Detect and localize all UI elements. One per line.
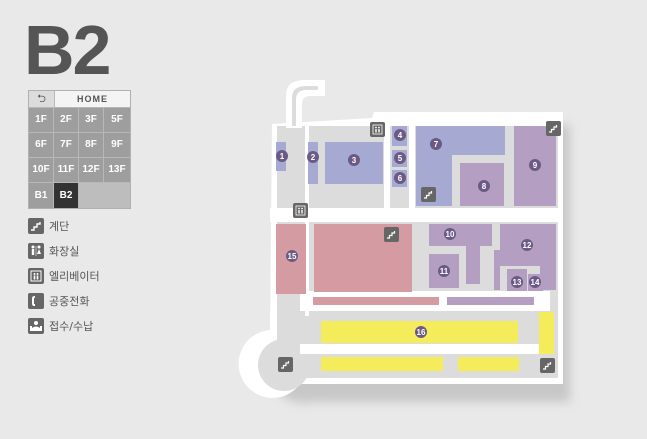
room-12-number: 12	[523, 241, 532, 250]
room-14-number: 14	[531, 278, 540, 287]
stairs-icon[interactable]	[546, 121, 561, 136]
yellow-area-right[interactable]	[539, 312, 554, 354]
room-7-number: 7	[434, 140, 439, 149]
room-15-marker[interactable]	[286, 250, 298, 262]
room-14-marker[interactable]	[529, 276, 541, 288]
home-button[interactable]: HOME	[55, 91, 130, 107]
room-11-number: 11	[440, 267, 449, 276]
floor-button-8f[interactable]: 8F	[79, 133, 103, 157]
yellow-area-bottom-left[interactable]	[321, 357, 443, 371]
floor-button-7f[interactable]: 7F	[54, 133, 78, 157]
map-icons	[278, 121, 561, 373]
elevator-icon[interactable]	[293, 203, 308, 218]
reception-icon	[28, 318, 44, 334]
room-16-marker[interactable]	[415, 326, 427, 338]
floor-button-b1[interactable]: B1	[29, 183, 53, 208]
room-1-marker[interactable]	[276, 150, 288, 162]
floor-button-b2[interactable]: B2	[54, 183, 78, 208]
legend-label: 공중전화	[49, 295, 90, 308]
room-15-number: 15	[288, 252, 297, 261]
floor-button-9f[interactable]: 9F	[104, 133, 130, 157]
legend-label: 계단	[49, 220, 70, 233]
floor-button-3f[interactable]: 3F	[79, 108, 103, 132]
floor-button-11f[interactable]: 11F	[54, 158, 78, 182]
back-button[interactable]: ⮌	[29, 91, 54, 107]
floor-button-10f[interactable]: 10F	[29, 158, 53, 182]
room-4-marker[interactable]	[394, 129, 406, 141]
floor-button-5f[interactable]: 5F	[104, 108, 130, 132]
floor-button-2f[interactable]: 2F	[54, 108, 78, 132]
nav-empty-cell	[79, 183, 130, 208]
stairs-icon[interactable]	[278, 357, 293, 372]
room-4-number: 4	[398, 131, 403, 140]
legend-label: 화장실	[49, 245, 80, 258]
restroom-icon	[28, 243, 44, 259]
room-1-number: 1	[280, 152, 285, 161]
stairs-icon[interactable]	[540, 358, 555, 373]
floor-title: B2	[24, 11, 111, 89]
room-2-number: 2	[311, 153, 316, 162]
room-3-marker[interactable]	[348, 154, 360, 166]
room-7-marker[interactable]	[430, 138, 442, 150]
stairs-icon[interactable]	[384, 227, 399, 242]
stairs-icon	[28, 218, 44, 234]
room-2-marker[interactable]	[307, 151, 319, 163]
floor-button-6f[interactable]: 6F	[29, 133, 53, 157]
elevator-icon[interactable]	[370, 122, 385, 137]
room-5-marker[interactable]	[394, 152, 406, 164]
room-13-marker[interactable]	[511, 276, 523, 288]
room-10-marker[interactable]	[444, 228, 456, 240]
room-12-area[interactable]	[500, 224, 556, 290]
room-6-marker[interactable]	[394, 172, 406, 184]
room-8-number: 8	[482, 182, 487, 191]
room-12-marker[interactable]	[521, 239, 533, 251]
room-6-number: 6	[398, 174, 403, 183]
elevator-icon	[28, 268, 44, 284]
room-11-marker[interactable]	[438, 265, 450, 277]
room-10-number: 10	[446, 230, 455, 239]
floor-button-13f[interactable]: 13F	[104, 158, 130, 182]
room-8-marker[interactable]	[478, 180, 490, 192]
room-9-number: 9	[533, 161, 538, 170]
room-5-number: 5	[398, 154, 403, 163]
yellow-area-bottom-right[interactable]	[458, 357, 519, 371]
room-10-area[interactable]	[429, 224, 492, 284]
room-16-number: 16	[417, 328, 426, 337]
floor-navigation: ⮌ HOME 1F 2F 3F 5F 6F 7F 8F 9F 10F 11F 1…	[28, 90, 131, 209]
legend-label: 엘리베이터	[49, 270, 100, 283]
floor-button-1f[interactable]: 1F	[29, 108, 53, 132]
room-9-marker[interactable]	[529, 159, 541, 171]
stairs-icon[interactable]	[421, 187, 436, 202]
floor-button-12f[interactable]: 12F	[79, 158, 103, 182]
phone-icon	[28, 293, 44, 309]
room-3-number: 3	[352, 156, 357, 165]
room-13-number: 13	[513, 278, 522, 287]
legend-label: 접수/수납	[49, 320, 94, 333]
room-markers: 1 2 3 4 5 6 7 8 9 10 11 12 13 14 15 16	[276, 129, 541, 338]
